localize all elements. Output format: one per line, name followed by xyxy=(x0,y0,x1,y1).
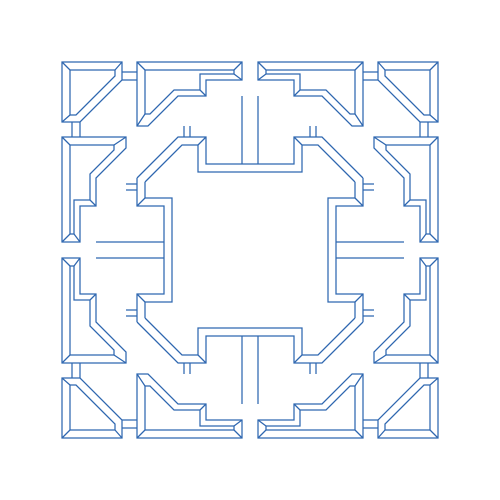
top-t-bevel xyxy=(144,69,235,115)
connector-top xyxy=(122,71,137,81)
inner-corner-bracket xyxy=(136,136,250,250)
connector-left xyxy=(71,122,81,137)
lattice-quadrant xyxy=(61,61,250,250)
left-t-bevel xyxy=(69,144,115,235)
corner-triangle-panel xyxy=(61,61,123,123)
left-t-panel xyxy=(61,136,127,243)
top-t-panel xyxy=(136,61,243,127)
corner-triangle-bevel xyxy=(69,69,116,116)
